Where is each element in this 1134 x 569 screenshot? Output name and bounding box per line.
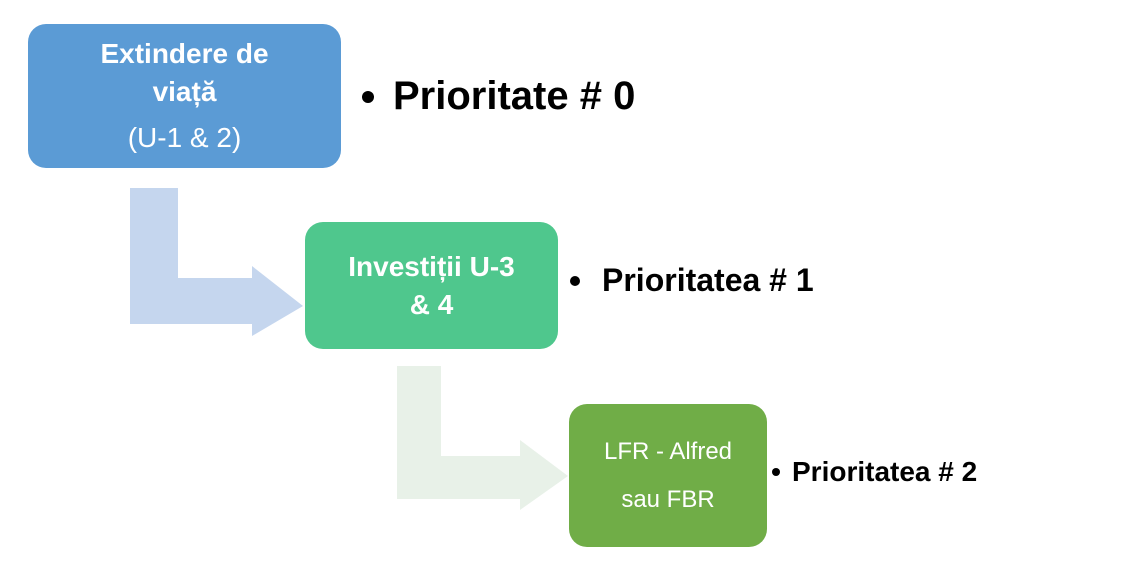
bullet-dot-icon: [772, 468, 780, 476]
node-life-extension-line-3: (U-1 & 2): [127, 122, 242, 153]
bent-arrow-1-to-2: [130, 188, 303, 336]
bent-arrow-2-to-3: [397, 366, 568, 510]
priority-2-item: Prioritatea # 2: [772, 456, 977, 488]
node-life-extension-line-1: Extindere de: [100, 38, 269, 69]
node-investments-line-1: Investiții U-3: [348, 250, 515, 282]
node-investments-line-2: & 4: [409, 288, 454, 320]
bullet-dot-icon: [570, 275, 580, 286]
priority-0-label: Prioritate # 0: [393, 74, 636, 118]
priority-0-item: Prioritate # 0: [362, 74, 635, 119]
priority-2-label: Prioritatea # 2: [792, 456, 978, 487]
bullet-dot-icon: [362, 90, 374, 103]
node-lfr-fbr-line-2: sau FBR: [621, 485, 715, 513]
priority-1-label: Prioritatea # 1: [602, 262, 814, 298]
node-life-extension: Extindere de viață (U-1 & 2): [28, 24, 341, 168]
priority-1-item: Prioritatea # 1: [570, 262, 814, 299]
node-lfr-fbr: LFR - Alfred sau FBR: [569, 404, 767, 547]
node-life-extension-line-2: viață: [152, 76, 217, 107]
node-lfr-fbr-line-1: LFR - Alfred: [603, 437, 733, 465]
node-investments: Investiții U-3 & 4: [305, 222, 558, 349]
